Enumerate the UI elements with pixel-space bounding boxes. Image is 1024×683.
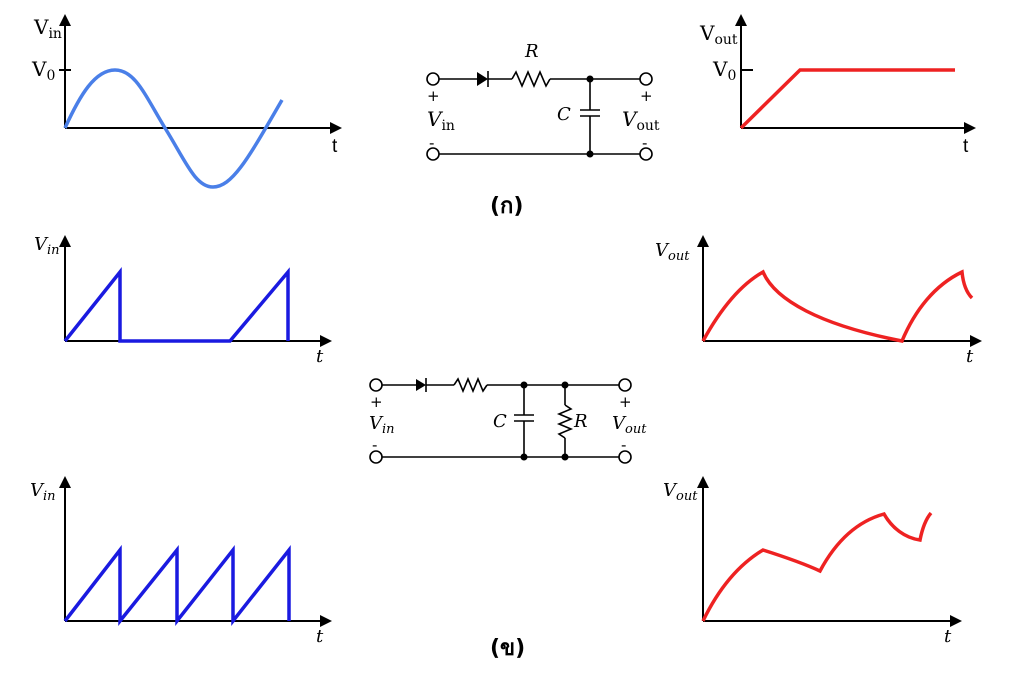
out-minus: - — [621, 436, 626, 454]
v0-label: V0 — [31, 57, 55, 84]
resistor-icon — [511, 69, 551, 89]
x-axis-label: t — [944, 626, 952, 647]
output-terminal-top — [639, 72, 653, 86]
b-output-graph-1: Vout t — [655, 235, 982, 367]
resistor-series-icon — [453, 376, 488, 394]
out-minus: - — [642, 134, 647, 152]
y-axis-label: Vout — [655, 240, 690, 264]
input-terminal-bottom — [369, 450, 383, 464]
output-wave — [739, 68, 955, 130]
b-input-graph-2: Vin t — [30, 476, 332, 647]
b-circuit: R C + - + - Vin Vout — [369, 376, 647, 464]
y-axis-label: Vin — [33, 15, 62, 42]
vin-label: Vin — [427, 107, 455, 134]
a-input-graph: Vin V0 t — [31, 14, 342, 189]
y-axis-label: Vout — [699, 21, 738, 48]
caption-b: (ข) — [490, 636, 525, 661]
output-wave — [701, 269, 974, 343]
out-plus: + — [640, 87, 653, 105]
vin-label: Vin — [369, 413, 395, 437]
c-label: C — [493, 411, 507, 432]
output-wave — [701, 511, 933, 622]
r-label: R — [573, 411, 588, 432]
x-axis-label: t — [316, 626, 324, 647]
output-terminal-bottom — [618, 450, 632, 464]
a-circuit: R C + - + - Vin Vout — [426, 41, 660, 161]
y-axis-label: Vin — [30, 480, 56, 504]
diode-icon — [477, 72, 488, 86]
input-terminal-bottom — [426, 147, 440, 161]
in-plus: + — [427, 87, 440, 105]
r-label: R — [524, 41, 539, 62]
sine-wave — [63, 68, 284, 189]
x-axis-label: t — [332, 136, 338, 157]
vout-label: Vout — [612, 413, 647, 437]
diode-icon — [416, 379, 426, 391]
resistor-parallel-icon — [556, 404, 574, 439]
x-axis-label: t — [316, 346, 324, 367]
vout-label: Vout — [622, 107, 660, 134]
input-wave — [63, 544, 291, 627]
output-terminal-bottom — [639, 147, 653, 161]
y-axis-label: Vout — [663, 480, 698, 504]
in-plus: + — [370, 393, 383, 411]
in-minus: - — [372, 436, 377, 454]
b-output-graph-2: Vout t — [663, 476, 962, 647]
x-axis-label: t — [966, 346, 974, 367]
v0-label: V0 — [712, 57, 736, 84]
y-axis-label: Vin — [34, 234, 60, 258]
input-terminal-top — [426, 72, 440, 86]
a-output-graph: Vout V0 t — [699, 14, 976, 157]
input-wave — [63, 266, 290, 343]
input-terminal-top — [369, 378, 383, 392]
in-minus: - — [429, 134, 434, 152]
b-input-graph-1: Vin t — [34, 234, 332, 367]
out-plus: + — [619, 393, 632, 411]
caption-a: (ก) — [490, 194, 523, 219]
x-axis-label: t — [963, 136, 969, 157]
c-label: C — [557, 104, 571, 125]
output-terminal-top — [618, 378, 632, 392]
